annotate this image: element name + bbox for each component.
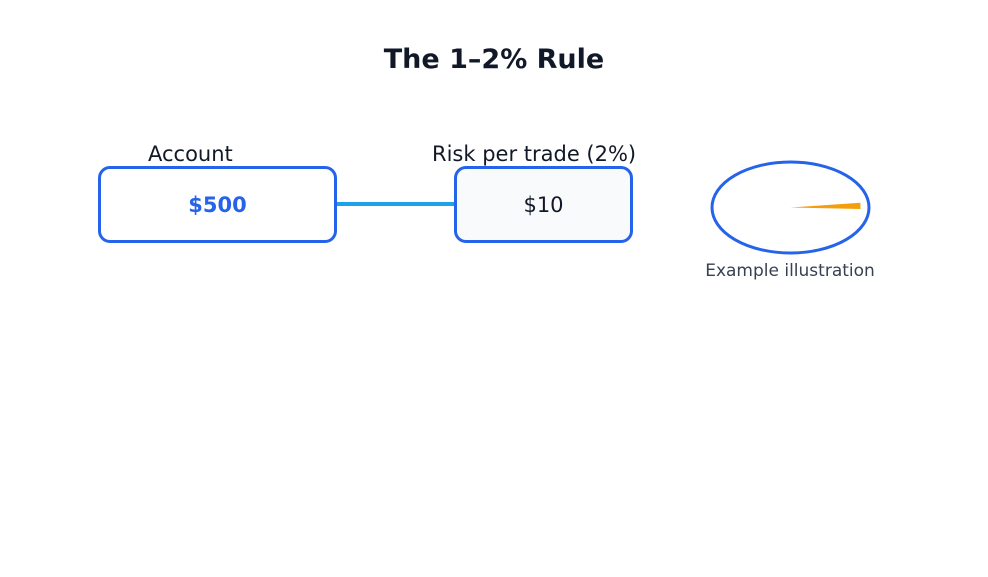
connector-line: [319, 202, 456, 206]
illustration-caption: Example illustration: [705, 261, 875, 281]
account-label: Account: [148, 142, 233, 166]
page-title: The 1–2% Rule: [383, 44, 605, 75]
account-box: $500: [98, 166, 337, 243]
risk-slice: [790, 202, 861, 209]
risk-box: $10: [454, 166, 633, 243]
risk-pie-illustration: [710, 160, 871, 255]
risk-label: Risk per trade (2%): [432, 142, 637, 166]
risk-value: $10: [523, 192, 564, 217]
account-value: $500: [188, 192, 247, 217]
